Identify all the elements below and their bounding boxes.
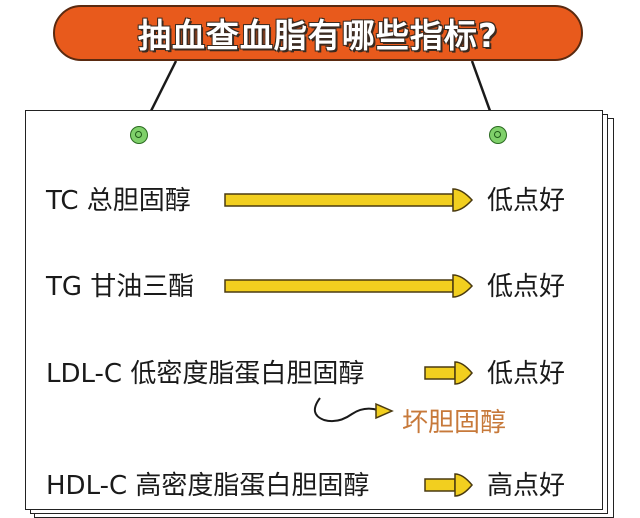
title-banner: 抽血查血脂有哪些指标?: [53, 5, 583, 61]
ldl-note: 坏胆固醇: [402, 408, 507, 438]
notice-board: [25, 110, 603, 510]
arrow-right-icon: [424, 473, 473, 497]
indicator-row-ldl: LDL-C 低密度脂蛋白胆固醇: [46, 353, 364, 390]
curved-arrow-icon: [313, 397, 394, 423]
arrow-right-icon: [424, 361, 473, 385]
grommet-icon: [130, 126, 148, 144]
indicator-row-tg: TG 甘油三酯: [46, 266, 194, 303]
indicator-row-tc: TC 总胆固醇: [46, 180, 191, 217]
indicator-label: TG 甘油三酯: [46, 272, 195, 302]
indicator-result: 低点好: [487, 272, 566, 302]
page-title: 抽血查血脂有哪些指标?: [137, 16, 499, 55]
indicator-result: 低点好: [487, 186, 566, 216]
arrow-right-icon: [224, 274, 474, 298]
indicator-label: TC 总胆固醇: [46, 186, 191, 216]
arrow-right-icon: [224, 188, 474, 212]
indicator-result: 低点好: [487, 359, 566, 389]
indicator-label: LDL-C 低密度脂蛋白胆固醇: [46, 359, 365, 389]
grommet-icon: [489, 126, 507, 144]
indicator-label: HDL-C 高密度脂蛋白胆固醇: [46, 471, 370, 501]
indicator-row-hdl: HDL-C 高密度脂蛋白胆固醇: [46, 465, 369, 502]
indicator-result: 高点好: [487, 471, 566, 501]
